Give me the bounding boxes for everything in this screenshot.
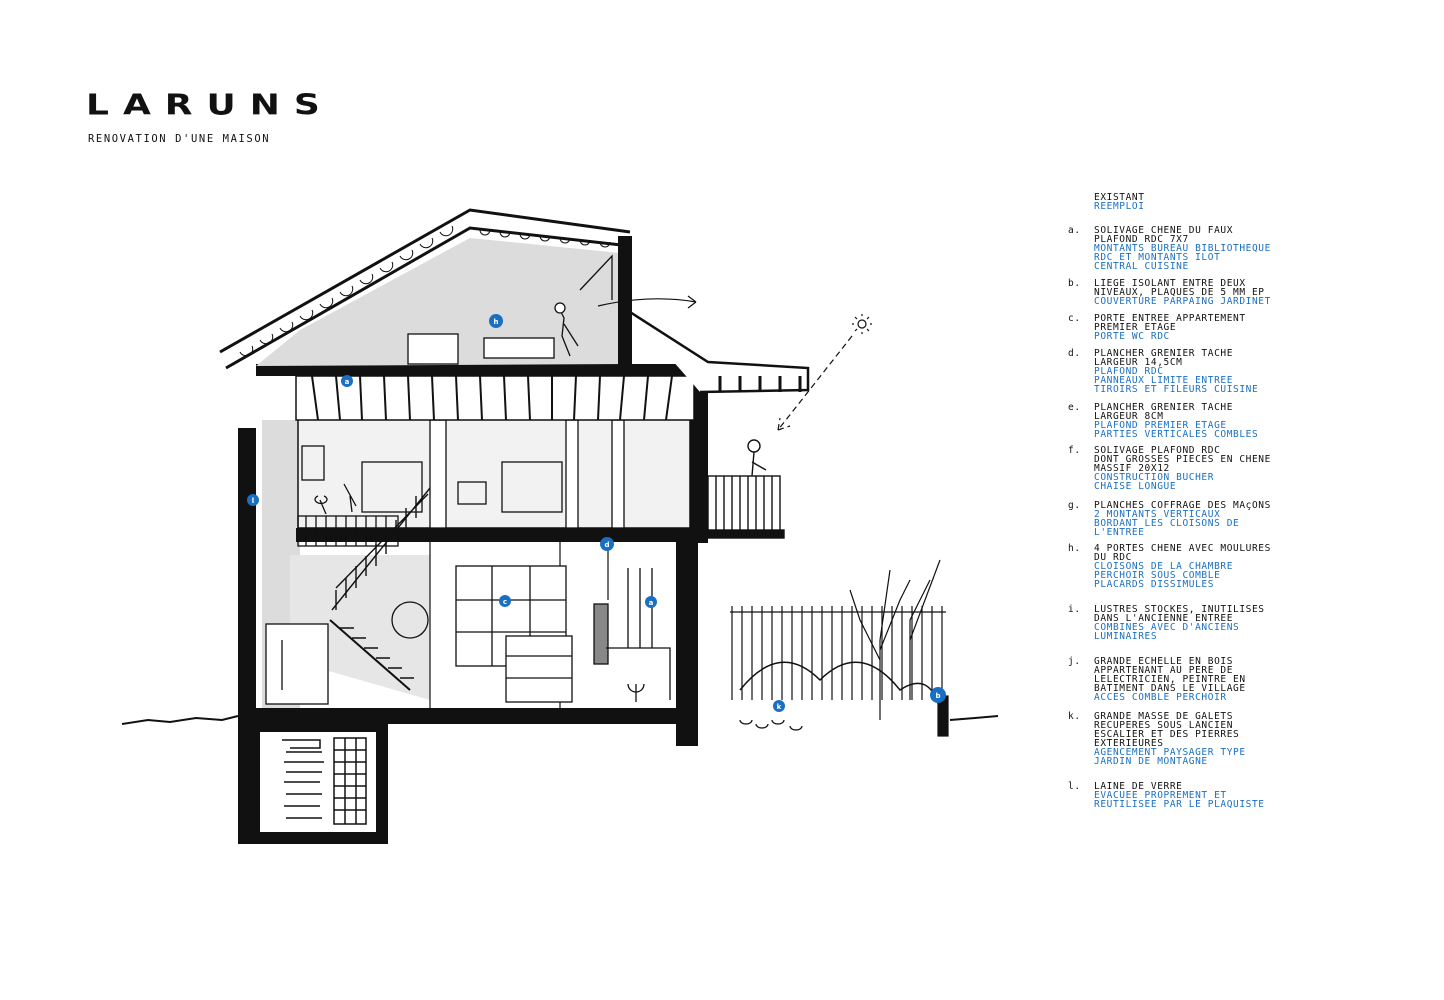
legend-item-letter: d. [1068,348,1081,359]
legend-existing-line: PREMIER ETAGE [1094,322,1177,333]
legend-reuse-line: AGENCEMENT PAYSAGER TYPE [1094,747,1246,758]
legend-item-letter: g. [1068,500,1081,511]
legend-item-letter: c. [1068,313,1081,324]
legend-reuse-line: RDC ET MONTANTS ILOT [1094,252,1221,263]
legend-reuse-line: COUVERTURE PARPAING JARDINET [1094,296,1271,307]
marker-d: d [600,537,614,551]
ceiling-joists [256,364,708,421]
marker-a: a [341,375,353,387]
garden [730,559,949,737]
page-subtitle: RENOVATION D'UNE MAISON [88,133,271,145]
legend-item-letter: b. [1068,278,1081,289]
sun-ray-arrow [777,335,853,431]
page-title: LARUNS [86,89,334,122]
legend-existing-line: NIVEAUX, PLAQUES DE 5 MM EP [1094,287,1265,298]
svg-text:a: a [345,378,350,386]
legend-existing-line: APPARTENANT AU PERE DE [1094,665,1234,676]
legend-reuse-line: PLAFOND RDC [1094,366,1164,377]
legend-reuse-label: REEMPLOI [1094,201,1145,212]
attic [407,254,613,365]
legend-reuse-line: PANNEAUX LIMITE ENTREE [1094,375,1234,386]
legend-reuse-line: PARTIES VERTICALES COMBLES [1094,429,1259,440]
svg-text:a: a [649,599,654,607]
legend-existing-line: 4 PORTES CHENE AVEC MOULURES [1094,543,1271,554]
legend-reuse-line: PERCHOIR SOUS COMBLE [1094,570,1221,581]
legend-existing-line: GRANDE ECHELLE EN BOIS [1094,656,1234,667]
legend-existing-line: PLAFOND RDC 7X7 [1094,234,1189,245]
svg-text:h: h [494,318,499,326]
legend-existing-line: PLANCHES COFFRAGE DES MAçONS [1094,500,1271,511]
legend-reuse-line: CENTRAL CUISINE [1094,261,1189,272]
balcony [707,439,785,539]
legend-existing-line: SOLIVAGE PLAFOND RDC [1094,445,1221,456]
sun-icon [852,314,872,334]
legend-reuse-line: COMBINES AVEC D'ANCIENS [1094,622,1240,633]
marker-a2: a [645,596,657,608]
legend-item-letter: i. [1068,604,1081,615]
legend-existing-line: DU RDC [1094,552,1132,563]
marker-b: b [930,687,946,703]
marker-k: k [773,700,785,712]
legend-item-letter: f. [1068,445,1081,456]
svg-text:k: k [777,703,782,711]
legend-existing-line: EXTERIEURES [1094,738,1164,749]
legend-item-letter: a. [1068,225,1081,236]
legend-item-letter: h. [1068,543,1081,554]
legend-existing-line: DONT GROSSES PIECES EN CHENE [1094,454,1271,465]
legend-reuse-line: PLACARDS DISSIMULES [1094,579,1215,590]
legend-reuse-line: BORDANT LES CLOISONS DE [1094,518,1240,529]
legend-existing-line: LARGEUR 8CM [1094,411,1164,422]
legend-existing-line: RECUPERES SOUS LANCIEN [1094,720,1234,731]
legend-reuse-line: REUTILISEE PAR LE PLAQUISTE [1094,799,1265,810]
legend-reuse-line: LUMINAIRES [1094,631,1158,642]
legend-reuse-line: L'ENTREE [1094,527,1145,538]
legend-item-letter: l. [1068,781,1081,792]
legend-existing-line: PORTE ENTREE APPARTEMENT [1094,313,1246,324]
staircase [329,487,431,691]
svg-text:d: d [604,541,609,549]
legend-existing-line: BATIMENT DANS LE VILLAGE [1094,683,1246,694]
legend-existing-line: PLANCHER GRENIER TACHE [1094,348,1234,359]
legend-existing-line: DANS L'ANCIENNE ENTREE [1094,613,1234,624]
legend-item-letter: k. [1068,711,1081,722]
legend-existing-line: LELECTRICIEN, PEINTRE EN [1094,674,1246,685]
legend-existing-line: LIEGE ISOLANT ENTRE DEUX [1094,278,1246,289]
legend-reuse-line: JARDIN DE MONTAGNE [1094,756,1208,767]
svg-text:b: b [935,692,940,700]
airflow-arrow [597,295,697,309]
legend-existing-line: ESCALIER ET DES PIERRES [1094,729,1240,740]
legend-existing-line: LARGEUR 14,5CM [1094,357,1183,368]
legend-reuse-line: TIROIRS ET FILEURS CUISINE [1094,384,1259,395]
legend-reuse-line: 2 MONTANTS VERTICAUX [1094,509,1221,520]
legend-existing-line: LUSTRES STOCKES, INUTILISES [1094,604,1265,615]
ground-line [121,715,999,725]
marker-l: l [247,494,259,506]
legend-reuse-line: ACCES COMBLE PERCHOIR [1094,692,1227,703]
legend-existing-line: GRANDE MASSE DE GALETS [1094,711,1234,722]
legend-existing-line: PLANCHER GRENIER TACHE [1094,402,1234,413]
legend-item-letter: j. [1068,656,1081,667]
legend-reuse-line: MONTANTS BUREAU BIBLIOTHEQUE [1094,243,1271,254]
svg-text:l: l [252,497,254,505]
svg-text:c: c [503,598,507,606]
legend-reuse-line: CLOISONS DE LA CHAMBRE [1094,561,1234,572]
legend-existing-line: LAINE DE VERRE [1094,781,1183,792]
house-section-drawing: a a b c d h k l [121,208,999,844]
legend-reuse-line: PORTE WC RDC [1094,331,1170,342]
legend-reuse-line: CONSTRUCTION BUCHER [1094,472,1215,483]
cellar [238,720,388,844]
legend-existing-line: SOLIVAGE CHENE DU FAUX [1094,225,1234,236]
legend-item-letter: e. [1068,402,1081,413]
legend-reuse-line: EVACUEE PROPREMENT ET [1094,790,1227,801]
marker-c: c [499,595,511,607]
legend-existing-line: MASSIF 20X12 [1094,463,1170,474]
legend-reuse-line: CHAISE LONGUE [1094,481,1177,492]
marker-h: h [489,314,503,328]
legend-reuse-line: PLAFOND PREMIER ETAGE [1094,420,1227,431]
legend-existing-label: EXISTANT [1094,192,1145,203]
kitchen [265,565,671,705]
roof [219,208,810,394]
